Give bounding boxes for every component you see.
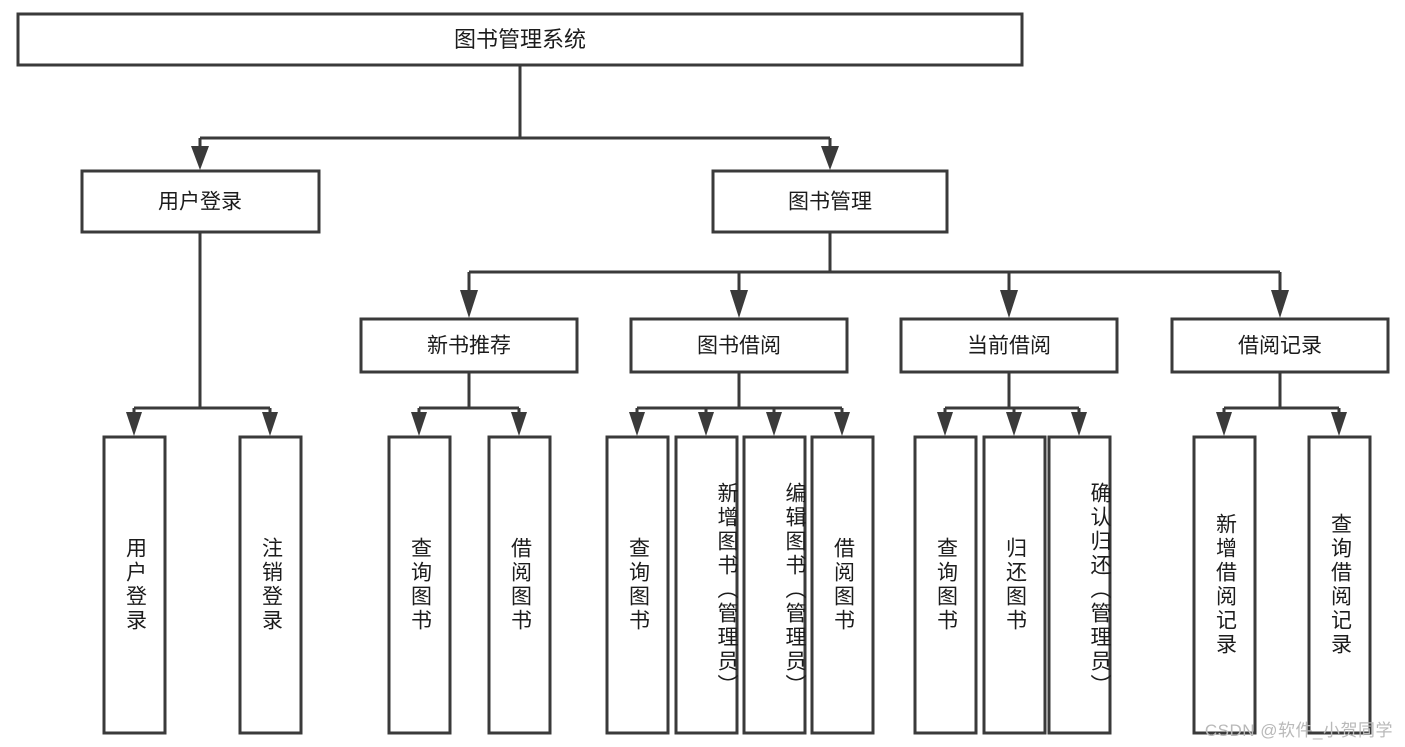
arrow-icon-bookborrow-leaf-2 — [766, 412, 782, 436]
node-book-manage-label: 图书管理 — [788, 191, 872, 214]
leaf-box-new-book-0[interactable] — [387, 435, 452, 735]
arrow-icon-currentborrow-leaf-2 — [1071, 412, 1087, 436]
node-user-login-label: 用户登录 — [158, 191, 242, 214]
node-new-book-recommend[interactable]: 新书推荐 — [359, 317, 579, 374]
arrow-icon-to-book-manage — [821, 146, 839, 170]
node-root-box[interactable] — [16, 12, 1024, 67]
arrow-icon-borrowrecord-leaf-1 — [1331, 412, 1347, 436]
leaf-box-user-login-0[interactable] — [102, 435, 167, 735]
node-book-borrow-label: 图书借阅 — [697, 335, 781, 358]
arrow-icon-currentborrow-leaf-1 — [1006, 412, 1022, 436]
leaf-box-group — [102, 435, 1372, 735]
node-book-manage-box[interactable] — [711, 169, 949, 234]
arrow-icon-bookborrow-leaf-1 — [698, 412, 714, 436]
node-borrow-record-label: 借阅记录 — [1238, 335, 1322, 358]
leaf-box-book-borrow-3[interactable] — [810, 435, 875, 735]
arrow-icon-to-new-book — [460, 290, 478, 318]
arrow-icon-to-borrow-record — [1271, 290, 1289, 318]
leaf-box-user-login-1[interactable] — [238, 435, 303, 735]
node-book-manage[interactable]: 图书管理 — [711, 169, 949, 234]
leaf-box-borrow-record-0[interactable] — [1192, 435, 1257, 735]
arrow-icon-to-book-borrow — [730, 290, 748, 318]
leaf-box-current-borrow-0[interactable] — [913, 435, 978, 735]
arrow-icon-to-user-login — [191, 146, 209, 170]
node-user-login[interactable]: 用户登录 — [80, 169, 321, 234]
arrowhead-group — [126, 146, 1347, 436]
leaf-box-book-borrow-0[interactable] — [605, 435, 670, 735]
node-current-borrow-label: 当前借阅 — [967, 335, 1051, 358]
node-root[interactable]: 图书管理系统 — [16, 12, 1024, 67]
arrow-icon-userlogin-leaf-1 — [262, 412, 278, 436]
node-new-book-recommend-box[interactable] — [359, 317, 579, 374]
csdn-watermark: CSDN @软件_小贺同学 — [1204, 721, 1393, 740]
node-book-borrow-box[interactable] — [629, 317, 849, 374]
arrow-icon-bookborrow-leaf-0 — [629, 412, 645, 436]
leaf-box-current-borrow-2[interactable] — [1047, 435, 1112, 735]
node-book-borrow[interactable]: 图书借阅 — [629, 317, 849, 374]
arrow-icon-newbook-leaf-0 — [411, 412, 427, 436]
node-current-borrow[interactable]: 当前借阅 — [899, 317, 1119, 374]
leaf-box-book-borrow-2[interactable] — [742, 435, 807, 735]
node-borrow-record[interactable]: 借阅记录 — [1170, 317, 1390, 374]
arrow-icon-borrowrecord-leaf-0 — [1216, 412, 1232, 436]
node-borrow-record-box[interactable] — [1170, 317, 1390, 374]
arrow-icon-currentborrow-leaf-0 — [937, 412, 953, 436]
node-user-login-box[interactable] — [80, 169, 321, 234]
arrow-icon-newbook-leaf-1 — [511, 412, 527, 436]
node-new-book-recommend-label: 新书推荐 — [427, 335, 511, 358]
node-current-borrow-box[interactable] — [899, 317, 1119, 374]
arrow-icon-bookborrow-leaf-3 — [834, 412, 850, 436]
leaf-box-book-borrow-1[interactable] — [674, 435, 739, 735]
leaf-box-borrow-record-1[interactable] — [1307, 435, 1372, 735]
leaf-box-new-book-1[interactable] — [487, 435, 552, 735]
arrow-icon-userlogin-leaf-0 — [126, 412, 142, 436]
arrow-icon-to-current-borrow — [1000, 290, 1018, 318]
leaf-box-current-borrow-1[interactable] — [982, 435, 1047, 735]
node-root-label: 图书管理系统 — [454, 27, 586, 52]
